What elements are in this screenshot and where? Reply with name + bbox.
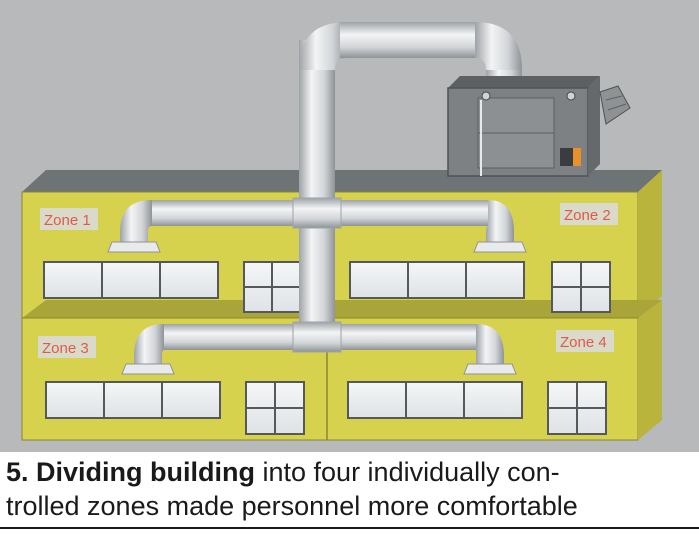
window-zone1-small [243, 261, 301, 313]
zone1-label-bg [40, 208, 98, 230]
zone1-label: Zone 1 [44, 212, 91, 229]
caption-rule [0, 527, 699, 529]
window-zone3-wide [45, 381, 221, 419]
lower-floor-side [638, 300, 662, 440]
zone3-label-bg [38, 336, 96, 358]
window-zone1-wide [43, 261, 219, 299]
window-zone3-small [245, 381, 305, 435]
window-zone4-small [547, 381, 607, 435]
diffuser-zone4 [463, 363, 517, 375]
zone4-label: Zone 4 [560, 334, 607, 351]
zone2-label: Zone 2 [564, 207, 611, 224]
window-zone2-small [551, 261, 611, 313]
duct-upper-elbow-left [120, 200, 152, 242]
duct-top-bend-right [475, 22, 522, 80]
diffuser-zone3 [121, 363, 175, 375]
zone3-label: Zone 3 [42, 340, 89, 357]
lower-ledge [22, 300, 662, 318]
caption-bold-lead: 5. Dividing building [6, 457, 255, 487]
zone2-label-bg [560, 203, 618, 225]
zoned-building-diagram: Zone 1 Zone 2 Zone 3 Zone 4 [0, 0, 699, 452]
duct-upper-tee [292, 197, 342, 229]
duct-lower-elbow-left [134, 324, 164, 364]
duct-lower-tee [292, 321, 342, 353]
caption-line2: trolled zones made personnel more comfor… [6, 491, 578, 521]
caption-line1-rest: into four individually con- [255, 457, 560, 487]
duct-top-bend-left [299, 22, 347, 70]
window-zone4-wide [347, 381, 523, 419]
zone4-label-bg [556, 330, 614, 352]
hvac-unit [447, 76, 631, 177]
figure-caption: 5. Dividing building into four individua… [6, 455, 696, 523]
duct-lower-elbow-right [476, 324, 504, 364]
diffuser-zone1 [107, 241, 161, 253]
duct-main-riser [299, 40, 335, 338]
duct-upper-elbow-right [486, 200, 514, 242]
window-zone2-wide [349, 261, 525, 299]
duct-top-run [340, 22, 478, 58]
upper-floor-side [638, 170, 662, 318]
diffuser-zone2 [473, 241, 527, 253]
